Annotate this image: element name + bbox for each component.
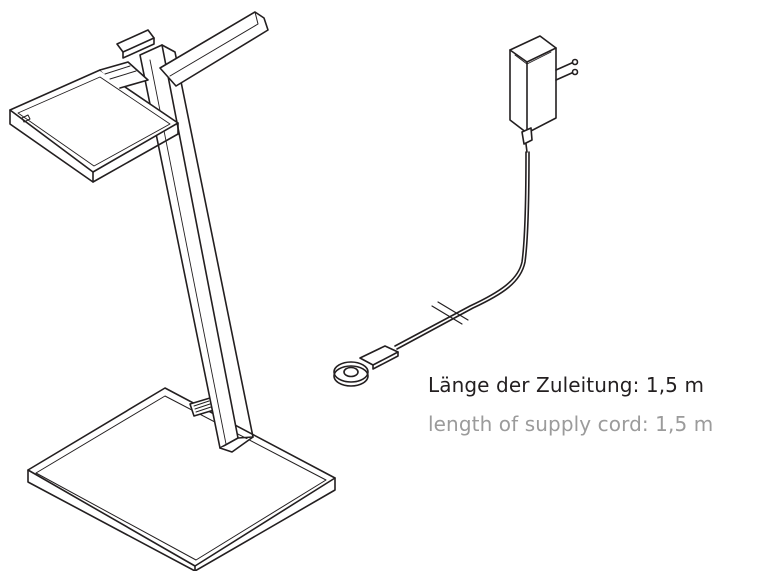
- lamp-head: [10, 62, 178, 182]
- cord-length-label-german: Länge der Zuleitung: 1,5 m: [428, 373, 705, 397]
- supply-cord: [395, 152, 529, 349]
- lamp-base: [28, 388, 335, 571]
- cord-length-label-english: length of supply cord: 1,5 m: [428, 412, 714, 436]
- lamp-column: [140, 45, 253, 452]
- lamp-upper-arm: [160, 12, 268, 86]
- adapter-plug-pins: [556, 60, 578, 81]
- cord-switch: [334, 346, 398, 386]
- lamp-joint: [117, 30, 154, 58]
- power-adapter: [510, 36, 556, 152]
